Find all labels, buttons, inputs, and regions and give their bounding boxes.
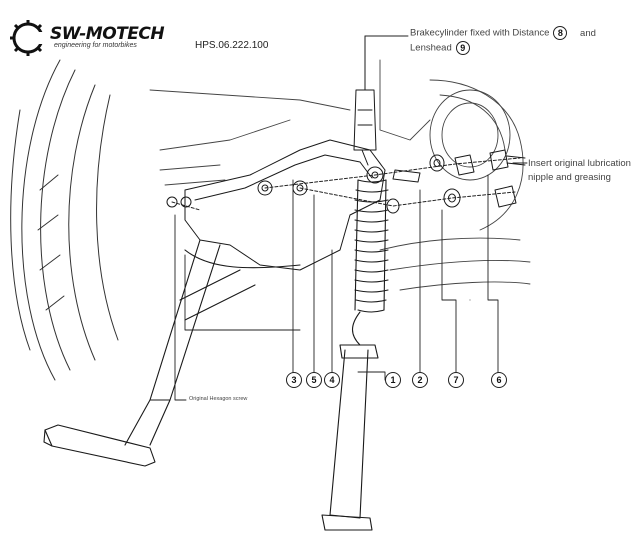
callout-7: 7 [448, 372, 464, 388]
exploded-hardware [386, 149, 526, 214]
callout-3: 3 [286, 372, 302, 388]
callout-6: 6 [491, 372, 507, 388]
gear-logo-icon [10, 20, 50, 56]
brake-note-num2: 9 [455, 40, 470, 55]
callout-5: 5 [306, 372, 322, 388]
brake-note-line1: Brakecylinder fixed with Distance [410, 27, 550, 39]
engine-block [149, 59, 531, 291]
brand-tagline: engineering for motorbikes [54, 42, 137, 49]
lubrication-note: Insert original lubrication nipple and g… [528, 157, 631, 185]
rear-tire [10, 59, 119, 381]
brake-note-line2: Lenshead [410, 42, 452, 54]
callout-2: 2 [412, 372, 428, 388]
brake-cylinder [353, 35, 377, 166]
brake-note-num1: 8 [553, 26, 568, 40]
mounting-bracket [166, 139, 386, 271]
center-stand [43, 239, 379, 531]
hexagon-note: Original Hexagon screw [189, 396, 248, 402]
return-spring [351, 179, 389, 346]
brake-note-and: and [580, 27, 596, 39]
callout-4: 4 [324, 372, 340, 388]
brand-name: SW-MOTECH [50, 24, 165, 44]
part-number: HPS.06.222.100 [195, 40, 269, 51]
lubrication-note-line2: nipple and greasing [528, 172, 611, 183]
leader-lines [174, 35, 528, 401]
callout-1: 1 [385, 372, 401, 388]
brand-logo [6, 18, 176, 58]
lubrication-note-line1: Insert original lubrication [528, 158, 631, 169]
alignment-lines [171, 157, 521, 211]
